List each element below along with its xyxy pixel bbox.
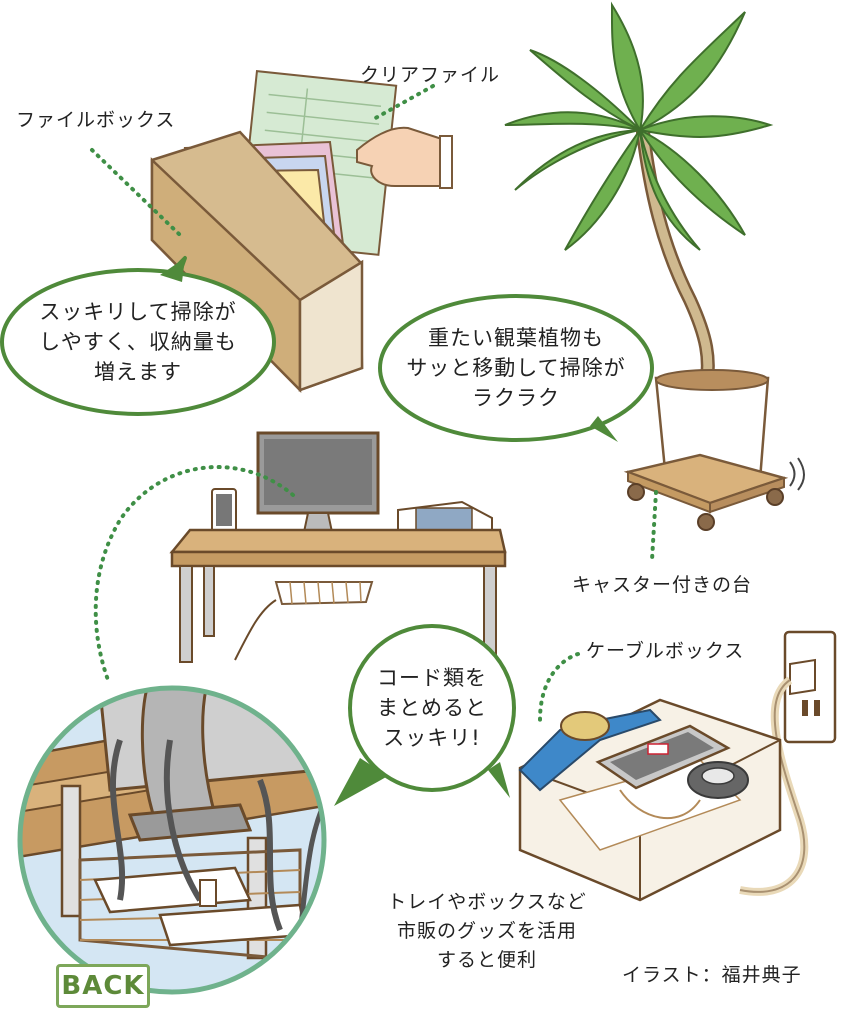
cable-box-label: ケーブルボックス bbox=[586, 640, 745, 662]
tips-note-line-3: すると便利 bbox=[436, 949, 537, 971]
cord-bubble-shape bbox=[334, 624, 516, 806]
cord-bubble-line-2: まとめると bbox=[377, 696, 487, 720]
plant-bubble-line-1: 重たい観葉植物も bbox=[428, 326, 604, 350]
tips-note-line-2: 市販のグッズを活用 bbox=[396, 920, 577, 942]
desk-illustration bbox=[169, 431, 507, 663]
cord-bubble-line-3: スッキリ! bbox=[383, 726, 481, 750]
file-bubble-line-3: 増えます bbox=[94, 360, 182, 384]
file-bubble-line-1: スッキリして掃除が bbox=[39, 300, 237, 324]
file-bubble-line-2: しやすく、収納量も bbox=[39, 330, 237, 354]
tips-note-line-1: トレイやボックスなど bbox=[387, 891, 587, 913]
file-bubble-text: スッキリして掃除が しやすく、収納量も 増えます bbox=[6, 296, 270, 388]
file-bubble-shape bbox=[0, 256, 276, 416]
clear-file-label: クリアファイル bbox=[360, 64, 501, 86]
plant-bubble-line-3: ラクラク bbox=[472, 386, 560, 410]
cord-bubble-text: コード類を まとめると スッキリ! bbox=[358, 662, 506, 754]
plant-bubble-line-2: サッと移動して掃除が bbox=[406, 356, 626, 380]
file-box-illustration bbox=[150, 70, 453, 394]
tips-note: トレイやボックスなど 市販のグッズを活用 すると便利 bbox=[372, 888, 602, 975]
caster-stand-label: キャスター付きの台 bbox=[572, 574, 753, 596]
desk-closeup-circle bbox=[17, 685, 327, 995]
cable-box-illustration bbox=[518, 630, 837, 902]
plant-bubble-shape bbox=[378, 294, 654, 442]
cord-bubble-line-1: コード類を bbox=[377, 666, 487, 690]
plant-bubble-text: 重たい観葉植物も サッと移動して掃除が ラクラク bbox=[384, 322, 648, 414]
back-button[interactable]: BACK bbox=[56, 964, 150, 1008]
file-box-label: ファイルボックス bbox=[16, 109, 176, 131]
illustration-credit: イラスト：福井典子 bbox=[622, 964, 802, 986]
plant-illustration bbox=[504, 1, 805, 531]
